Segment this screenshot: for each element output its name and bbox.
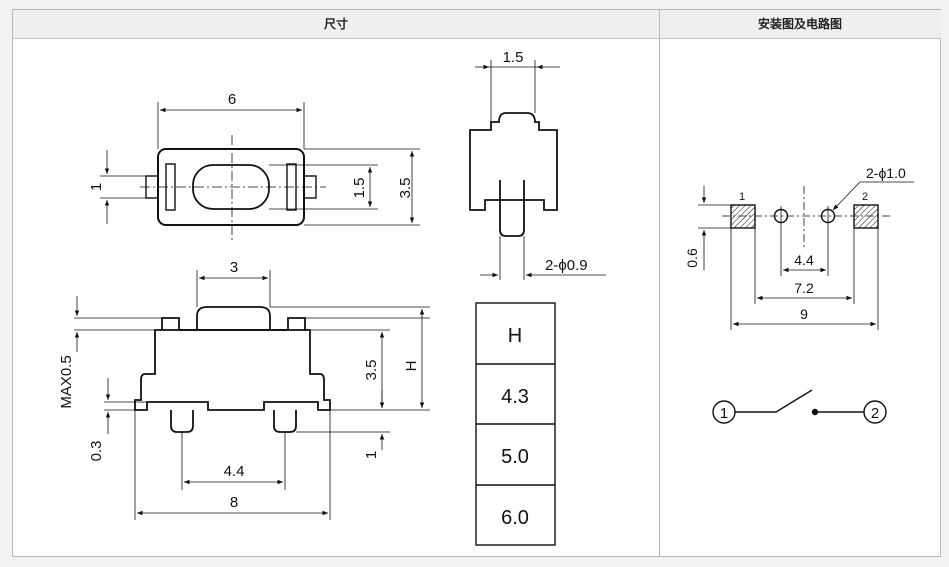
panel-divider [659,10,660,556]
height-table-cell: 4.3 [501,386,529,408]
total-height-label: H [403,361,420,372]
pin-length-label: 1 [363,451,380,459]
pad1-label: 1 [739,191,745,203]
pcb-footprint [698,181,914,330]
circuit-pin2-label: 2 [871,405,879,422]
actuator-height-label: 1.5 [351,178,368,199]
height-table-cell: 5.0 [501,446,529,468]
body-height-label: 3.5 [363,360,380,381]
circuit-pin1-label: 1 [720,405,728,422]
side-top-width-label: 1.5 [503,49,524,66]
pad-height-label: 0.6 [684,248,700,268]
height-table [475,302,556,546]
hole-diameter-label: 2-ϕ1.0 [866,165,906,181]
front-view [74,270,430,520]
switch-circuit [712,389,887,424]
install-circuit-header: 安装图及电路图 [659,10,941,39]
max-height-label: MAX0.5 [58,355,75,408]
top-width-label: 6 [228,91,236,108]
actuator-width-label: 3 [230,259,238,276]
standoff-label: 0.3 [88,441,105,462]
middle-distance-label: 7.2 [794,280,814,296]
outer-distance-label: 9 [800,306,808,322]
top-view [100,102,420,243]
side-view [469,60,606,280]
height-table-header: H [508,325,522,347]
overall-width-label: 8 [230,494,238,511]
inner-distance-label: 4.4 [794,252,814,268]
dimensions-header: 尺寸 [13,10,659,39]
terminal-height-label: 1 [88,183,105,191]
height-table-cell: 6.0 [501,507,529,529]
top-height-label: 3.5 [397,178,414,199]
pin-diameter-label: 2-ϕ0.9 [545,257,588,274]
pin-pitch-label: 4.4 [224,463,245,480]
pad2-label: 2 [862,191,868,203]
